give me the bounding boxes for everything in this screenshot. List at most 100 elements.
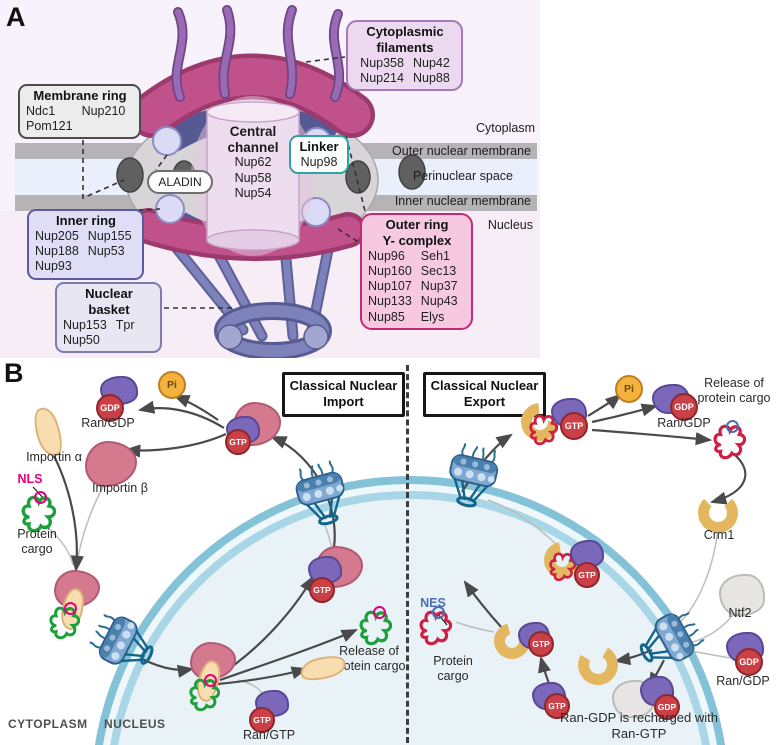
nup-label: Pom121 <box>26 119 73 134</box>
outer-ring-title-2: Y- complex <box>382 232 452 248</box>
nup-label: Nup37 <box>420 279 458 294</box>
gdp-circle: GDP <box>735 648 763 676</box>
nup-label: Nup214 <box>360 70 404 85</box>
nup-label: Nup85 <box>368 309 405 324</box>
pi-circle: Pi <box>158 371 186 399</box>
import-export-divider <box>406 365 409 743</box>
gtp-label: GTP <box>229 437 247 447</box>
ran-gdp-label: Ran/GDP <box>716 674 770 688</box>
nls-mark <box>64 602 77 615</box>
nup-label: Nup62 <box>234 155 272 170</box>
gtp-label: GTP <box>578 570 596 580</box>
crm1-label: Crm1 <box>703 528 735 542</box>
pi-label: Pi <box>167 379 177 391</box>
nls-mark <box>373 606 386 619</box>
gtp-circle: GTP <box>528 631 554 657</box>
nup-label: Nup133 <box>368 294 412 309</box>
gtp-label: GTP <box>548 701 566 711</box>
outer-ring-box: Outer ring Y- complex Nup96 Seh1 Nup160 … <box>360 213 473 330</box>
nup-label: Tpr <box>115 317 135 332</box>
nup-label: Nup155 <box>87 228 132 243</box>
protein-cargo-label: Protein cargo <box>17 527 57 557</box>
recharge-label: Ran-GDP is recharged with Ran-GTP <box>560 710 718 741</box>
gdp-label: GDP <box>674 402 694 412</box>
panel-b: B Classical Nuclear Import Classical Nuc… <box>0 360 777 745</box>
pi-circle: Pi <box>615 375 643 403</box>
nup-label: Nup98 <box>300 154 338 169</box>
nup-label: Nup58 <box>234 170 272 185</box>
nup-label: Nup50 <box>63 332 100 347</box>
nup-label: Nup205 <box>35 228 79 243</box>
gtp-circle: GTP <box>560 412 588 440</box>
nup-label: Seh1 <box>420 248 450 263</box>
nup-label: Nup53 <box>87 244 125 259</box>
nes-mark <box>726 420 739 433</box>
nes-mark <box>432 606 445 619</box>
gdp-label: GDP <box>739 657 759 667</box>
aladin-pill: ALADIN <box>147 170 213 194</box>
nup-label: Nup107 <box>368 279 412 294</box>
nuclear-basket-box: Nuclear basket Nup153 Tpr Nup50 <box>55 282 162 354</box>
nup-label: Nup160 <box>368 263 412 278</box>
cytoplasmic-filaments-box: Cytoplasmic filaments Nup358 Nup42 Nup21… <box>346 20 463 92</box>
nup-label: Nup358 <box>360 55 404 70</box>
gdp-circle: GDP <box>670 393 698 421</box>
ntf2-blob <box>719 574 765 616</box>
gtp-circle: GTP <box>225 429 251 455</box>
gdp-label: GDP <box>657 702 677 712</box>
central-channel-label-group: Central channel Nup62 Nup58 Nup54 <box>206 124 300 202</box>
nuclear-basket-title: Nuclear basket <box>85 286 133 317</box>
cytoplasm-territory-label: CYTOPLASM <box>8 717 88 731</box>
outer-ring-title-1: Outer ring <box>385 217 449 232</box>
release-cargo-label: Release of protein cargo <box>697 376 771 406</box>
release-cargo-label: Release of protein cargo <box>332 644 406 674</box>
cytoplasm-region-label: Cytoplasm <box>475 121 535 135</box>
nup-label: Nup88 <box>412 70 450 85</box>
nup-label: Nup42 <box>412 55 450 70</box>
gdp-circle: GDP <box>96 394 124 422</box>
nup-label: Nup96 <box>368 248 405 263</box>
perinuclear-region-label: Perinuclear space <box>412 169 513 183</box>
aladin-label: ALADIN <box>158 175 202 189</box>
membrane-ring-title: Membrane ring <box>33 88 127 103</box>
import-header: Classical Nuclear Import <box>282 372 405 417</box>
gdp-label: GDP <box>100 403 120 413</box>
importin-alpha-label: Importin α <box>26 450 82 464</box>
nup-label: Elys <box>420 309 445 324</box>
nls-label: NLS <box>17 472 43 486</box>
panel-a-label: A <box>6 2 26 32</box>
inner-ring-title: Inner ring <box>56 213 116 228</box>
gtp-label: GTP <box>564 421 584 431</box>
inner-membrane-region-label: Inner nuclear membrane <box>394 194 531 208</box>
gtp-circle: GTP <box>574 562 600 588</box>
importin-beta-label: Importin β <box>92 481 148 495</box>
gtp-circle: GTP <box>309 577 335 603</box>
crm1-shape <box>698 493 738 533</box>
nucleus-territory-label: NUCLEUS <box>104 717 166 731</box>
gtp-label: GTP <box>313 585 331 595</box>
nucleus-region-label: Nucleus <box>487 218 533 232</box>
gtp-circle: GTP <box>249 707 275 733</box>
nup-label: Sec13 <box>420 263 457 278</box>
nup-label: Nup210 <box>81 103 126 118</box>
nup-label: Nup43 <box>420 294 458 309</box>
export-header: Classical Nuclear Export <box>423 372 546 417</box>
nup-label: Nup153 <box>63 317 107 332</box>
pi-label: Pi <box>624 383 634 395</box>
gtp-circle: GTP <box>544 693 570 719</box>
panel-a: A Membrane ring Ndc1 Nup210 Pom121 Cytop… <box>0 0 540 358</box>
protein-cargo-label: Protein cargo <box>433 654 473 684</box>
linker-box: Linker Nup98 <box>289 135 349 175</box>
inner-ring-box: Inner ring Nup205 Nup155 Nup188 Nup53 Nu… <box>27 209 144 280</box>
ran-gdp-label: Ran/GDP <box>657 416 711 430</box>
ran-gdp-label: Ran/GDP <box>81 416 135 430</box>
panel-b-label: B <box>4 360 24 388</box>
cytoplasmic-filaments-title: Cytoplasmic filaments <box>366 24 444 55</box>
gdp-circle: GDP <box>654 694 680 720</box>
nls-mark <box>204 674 217 687</box>
ran-gtp-label: Ran/GTP <box>242 728 296 742</box>
nup-label: Nup93 <box>35 259 72 274</box>
linker-title: Linker <box>299 139 339 154</box>
nup-label: Nup188 <box>35 244 79 259</box>
